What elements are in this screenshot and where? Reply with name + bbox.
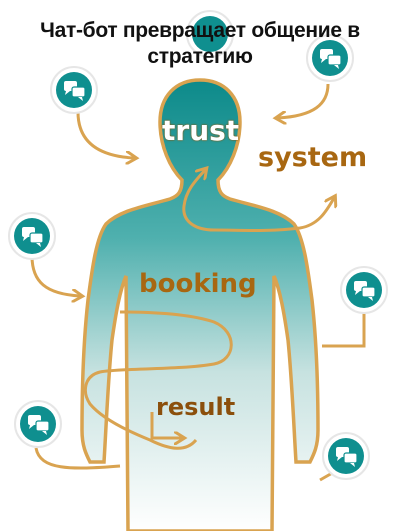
arrow-top-left (76, 111, 134, 158)
label-trust: trust (162, 114, 240, 147)
result-arrow (150, 412, 182, 438)
chat-icon-bottom-right (322, 432, 370, 480)
chat-icon-mid-left (8, 212, 56, 260)
headline-line-1: Чат-бот превращает общение в (40, 19, 360, 42)
label-booking: booking (139, 269, 257, 299)
arrow-top-right (278, 83, 330, 118)
flow-path (182, 170, 334, 232)
chat-icon-top-center (186, 10, 234, 58)
label-result: result (156, 393, 236, 421)
flow-path-lower (83, 310, 233, 450)
headline: Чат-бот превращает общение в стратегию (0, 18, 400, 70)
chat-icon-mid-right (340, 266, 388, 314)
arrow-bottom-left (34, 447, 121, 470)
chat-icon-bottom-left (14, 400, 62, 448)
headline-line-2: стратегию (147, 45, 253, 68)
arrow-mid-left (30, 255, 80, 296)
chat-icon-top-right (306, 34, 354, 82)
label-system: system (258, 142, 368, 173)
arrow-mid-right (322, 310, 366, 348)
chat-icon-top-left (50, 66, 98, 114)
